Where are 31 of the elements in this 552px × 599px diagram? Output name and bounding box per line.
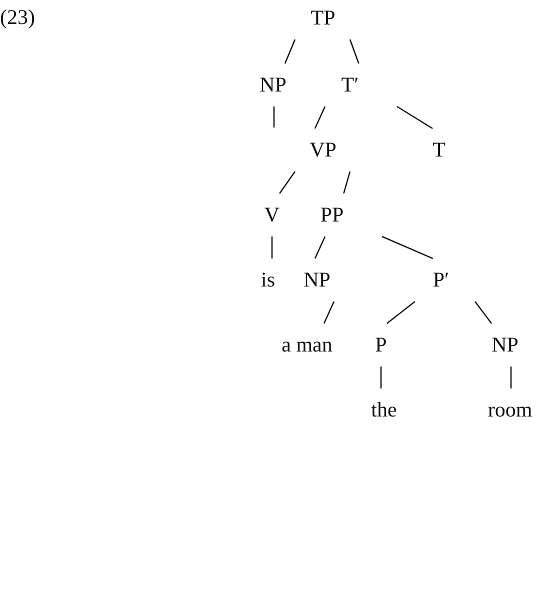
tree-node-label: NP bbox=[490, 324, 520, 366]
tree-node-label: the bbox=[369, 388, 399, 432]
tree-branch-line bbox=[343, 171, 351, 194]
tree-branch-line bbox=[510, 366, 512, 388]
tree-node-label: room bbox=[486, 388, 534, 432]
tree-node-label: PP bbox=[318, 194, 346, 236]
tree-branch-line bbox=[380, 366, 382, 388]
tree-branch-line bbox=[323, 301, 335, 324]
tree-node-label: is bbox=[259, 258, 277, 302]
tree-branch-line bbox=[279, 171, 296, 194]
tree-branch-line bbox=[396, 106, 433, 130]
tree-node-label: V bbox=[262, 194, 282, 236]
tree-branch-line bbox=[382, 236, 434, 260]
tree-node-label: T′ bbox=[339, 64, 361, 106]
tree-branch-line bbox=[349, 39, 360, 64]
tree-node-label: P′ bbox=[430, 258, 452, 302]
tree-node-label: NP bbox=[258, 64, 288, 106]
tree-node-label: NP bbox=[302, 258, 332, 302]
tree-branch-line bbox=[314, 236, 326, 259]
tree-node-label: a man bbox=[280, 324, 334, 366]
tree-node-label: VP bbox=[308, 128, 338, 172]
tree-branch-line bbox=[271, 236, 273, 258]
tree-branch-line bbox=[273, 106, 275, 128]
tree-branch-line bbox=[386, 300, 416, 324]
tree-branch-line bbox=[474, 301, 492, 324]
example-number: (23) bbox=[0, 6, 35, 29]
tree-node-label: T bbox=[430, 128, 448, 172]
tree-branch-line bbox=[314, 106, 326, 129]
tree-branch-line bbox=[284, 39, 296, 64]
tree-node-label: TP bbox=[308, 0, 338, 40]
tree-node-label: P bbox=[373, 324, 389, 366]
